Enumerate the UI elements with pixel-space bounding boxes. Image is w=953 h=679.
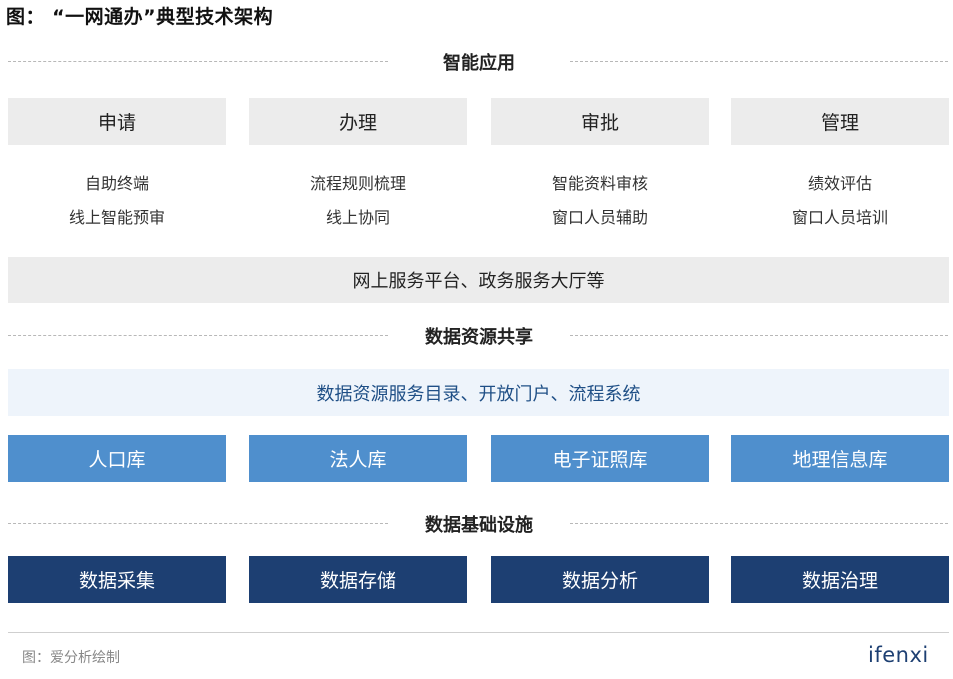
section-title: 数据资源共享 [425,327,533,348]
app-process-line1: 流程规则梳理 [309,174,406,193]
divider-left [8,523,388,524]
app-approve-line1: 智能资料审核 [551,174,648,193]
app-box-approve: 审批 [491,98,709,145]
app-box-apply: 申请 [8,98,226,145]
divider-left [8,335,388,336]
section-header-smart-apps: 智能应用 [0,47,953,77]
platform-bar: 网上服务平台、政务服务大厅等 [8,257,949,303]
app-approve-line2: 窗口人员辅助 [551,208,648,227]
section-header-data-sharing: 数据资源共享 [0,321,953,351]
app-box-process: 办理 [249,98,467,145]
database-legal-entity: 法人库 [249,435,467,482]
database-geo-info: 地理信息库 [731,435,949,482]
divider-right [570,61,948,62]
infra-analysis: 数据分析 [491,556,709,603]
database-population: 人口库 [8,435,226,482]
app-box-manage: 管理 [731,98,949,145]
ifenxi-logo: ifenxi [868,643,929,667]
divider-right [570,335,948,336]
divider-left [8,61,388,62]
section-title: 数据基础设施 [425,515,533,536]
figure-title: 图： “一网通办”典型技术架构 [6,6,274,28]
divider-right [570,523,948,524]
app-manage-line1: 绩效评估 [807,174,872,193]
infra-storage: 数据存储 [249,556,467,603]
app-process-line2: 线上协同 [325,208,390,227]
section-header-infrastructure: 数据基础设施 [0,509,953,539]
footer-divider [8,632,949,633]
app-manage-line2: 窗口人员培训 [791,208,888,227]
catalog-bar: 数据资源服务目录、开放门户、流程系统 [8,369,949,416]
infra-governance: 数据治理 [731,556,949,603]
database-e-license: 电子证照库 [491,435,709,482]
section-title: 智能应用 [443,53,515,74]
infra-collection: 数据采集 [8,556,226,603]
app-apply-line2: 线上智能预审 [68,208,165,227]
source-note: 图：爱分析绘制 [22,650,120,666]
app-apply-line1: 自助终端 [84,174,149,193]
